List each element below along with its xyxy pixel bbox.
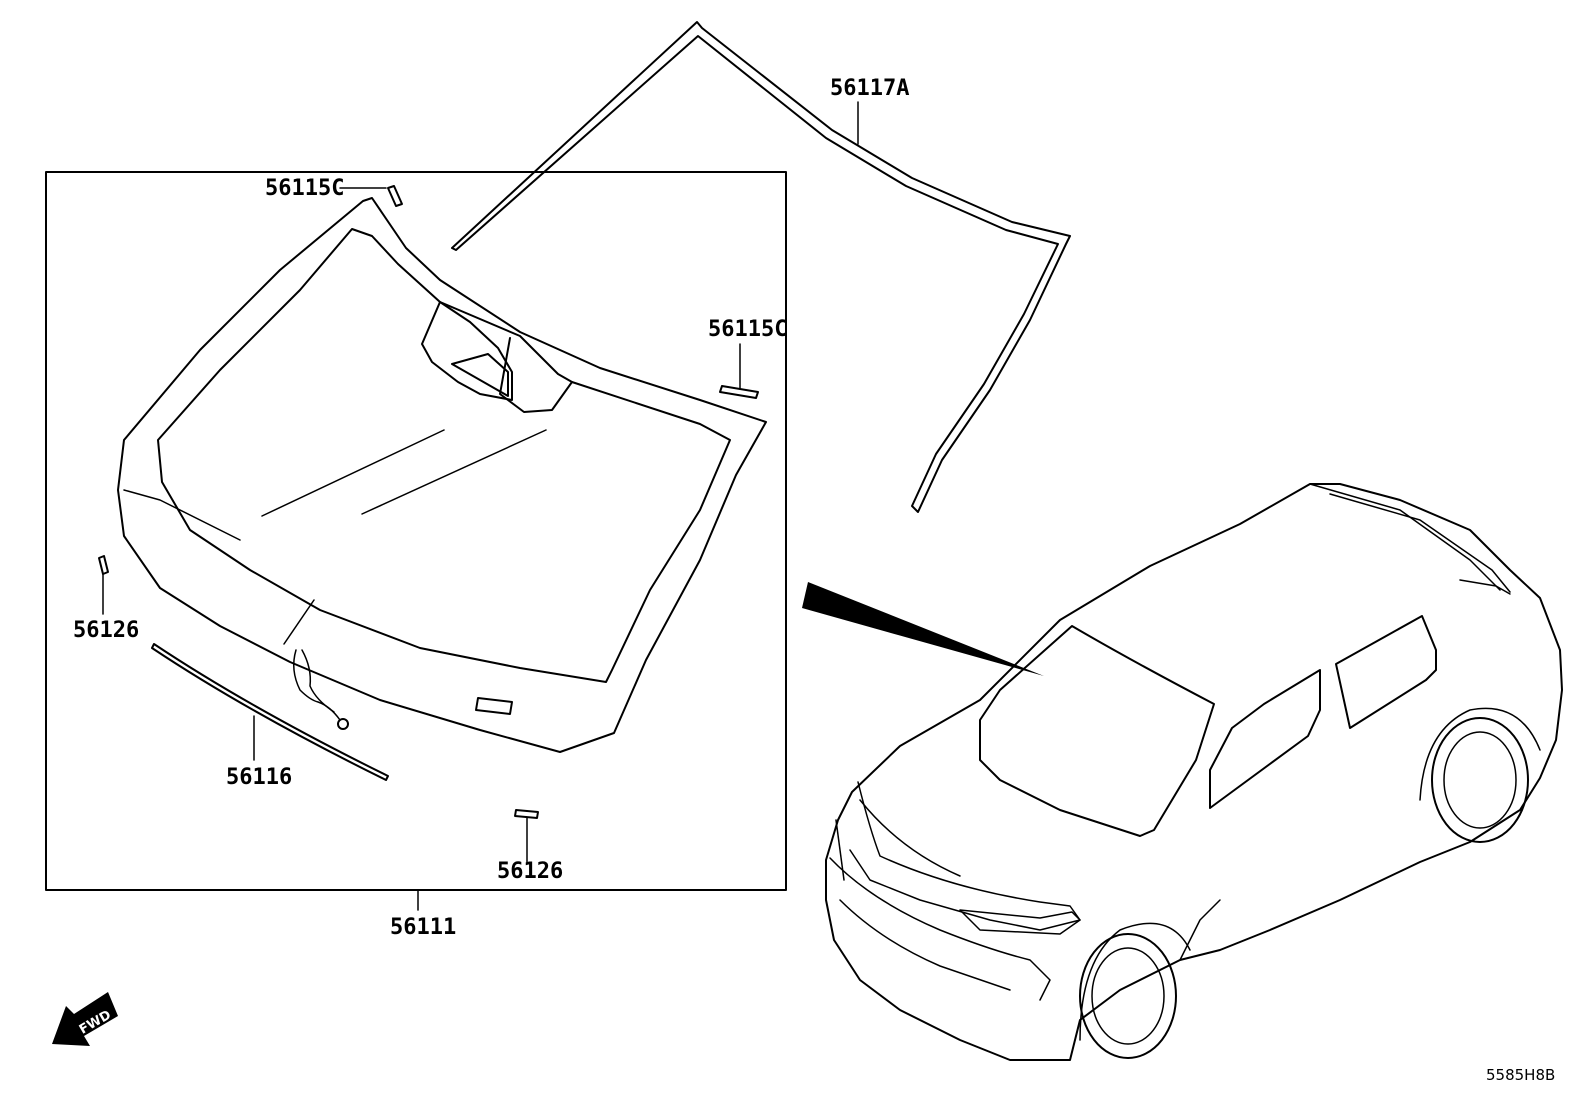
callout-56126-bottom: 56126 — [497, 859, 563, 884]
upper-molding — [451, 21, 1071, 513]
spacer-top: 56115C — [265, 176, 403, 207]
spacer-right: 56115C — [708, 317, 787, 399]
callout-56116: 56116 — [226, 765, 292, 790]
vehicle-illustration — [825, 483, 1563, 1061]
callout-56117a: 56117A — [830, 76, 909, 101]
forward-arrow-icon: FWD — [52, 992, 118, 1046]
clip-left: 56126 — [73, 555, 139, 643]
callout-upper: 56117A — [830, 76, 909, 145]
lower-molding: 56116 — [151, 643, 389, 790]
drawing-code: 5585H8B — [1486, 1066, 1555, 1084]
callout-56115c-top: 56115C — [265, 176, 344, 201]
pointer-wedge — [802, 582, 1044, 676]
callout-56126-left: 56126 — [73, 618, 139, 643]
callout-56115c-right: 56115C — [708, 317, 787, 342]
callout-56111: 56111 — [390, 915, 456, 940]
assembly-frame — [45, 171, 787, 891]
windshield-glass — [117, 197, 767, 753]
clip-bottom: 56126 — [497, 809, 563, 884]
callout-assembly: 56111 — [390, 889, 456, 940]
